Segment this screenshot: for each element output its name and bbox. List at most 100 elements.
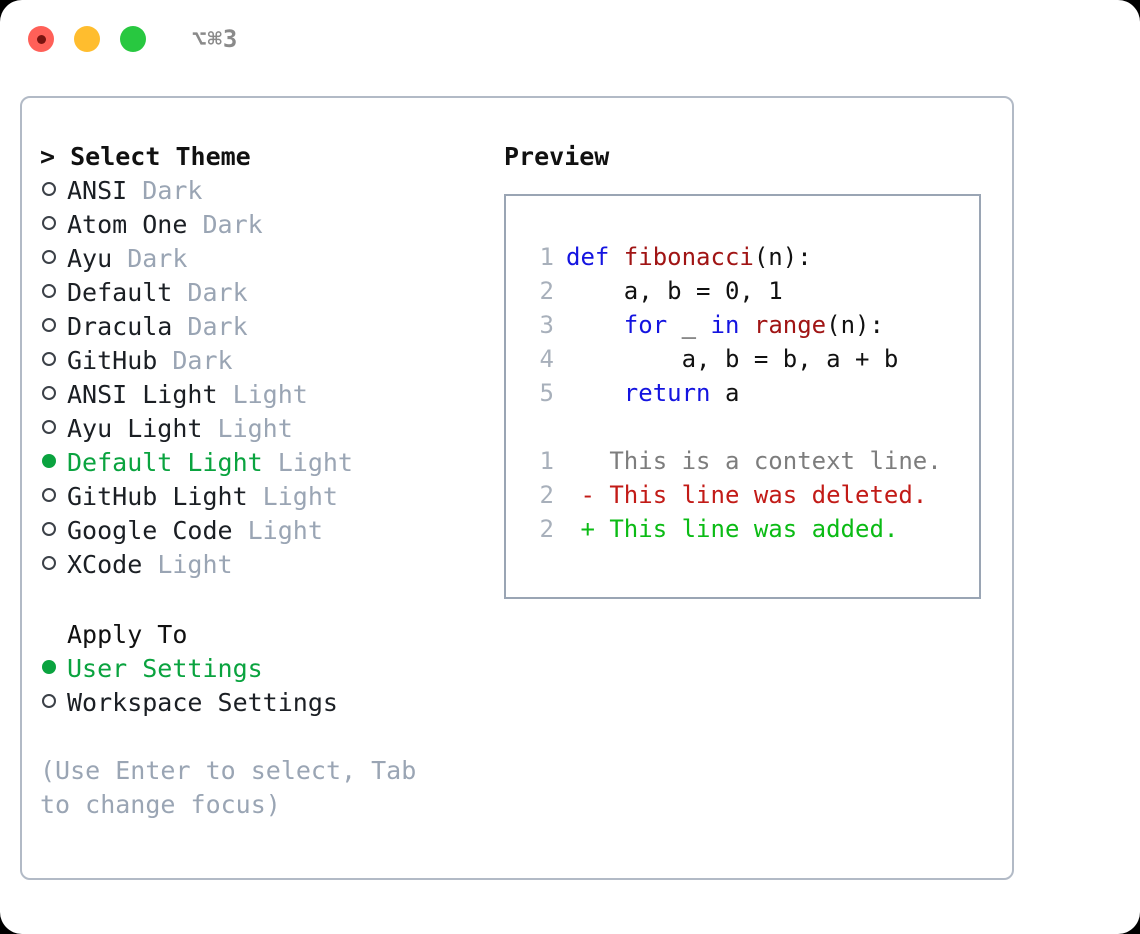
diff-line-content: - This line was deleted.: [566, 478, 927, 512]
diff-line-number: 1: [539, 447, 554, 475]
code-diff-spacer: [524, 410, 979, 444]
theme-option-default-light[interactable]: Default Light Light: [40, 446, 484, 480]
theme-option-label: Ayu: [67, 244, 113, 273]
theme-option-ansi-light[interactable]: ANSI Light Light: [40, 378, 484, 412]
theme-option-ayu[interactable]: Ayu Dark: [40, 242, 484, 276]
theme-option-tag: Dark: [112, 244, 188, 273]
theme-option-ayu-light[interactable]: Ayu Light Light: [40, 412, 484, 446]
code-token-plain: a, b = 0, 1: [566, 277, 783, 305]
code-line: 5 return a: [524, 376, 979, 410]
diff-line-add: 2 + This line was added.: [524, 512, 979, 546]
keyboard-shortcut-label: ⌥⌘3: [192, 25, 239, 53]
code-token-plain: [566, 311, 624, 339]
theme-option-default[interactable]: Default Dark: [40, 276, 484, 310]
code-token-plain: _: [667, 311, 711, 339]
theme-option-label: ANSI Light: [67, 380, 218, 409]
code-line: 4 a, b = b, a + b: [524, 342, 979, 376]
code-token-plain: (n):: [826, 311, 884, 339]
theme-option-label: Ayu Light: [67, 414, 203, 443]
code-line: 2 a, b = 0, 1: [524, 274, 979, 308]
zoom-button[interactable]: [120, 26, 146, 52]
close-button[interactable]: [28, 26, 54, 52]
keyboard-hint-text: (Use Enter to select, Tab to change focu…: [40, 756, 417, 819]
preview-header: Preview: [504, 142, 610, 171]
code-line-number: 4: [539, 345, 554, 373]
theme-option-tag: Dark: [157, 346, 233, 375]
code-line-number: 5: [539, 379, 554, 407]
theme-option-atom-one[interactable]: Atom One Dark: [40, 208, 484, 242]
theme-option-label: GitHub: [67, 346, 158, 375]
theme-option-label: Default Light: [67, 448, 263, 477]
theme-option-tag: Light: [202, 414, 293, 443]
apply-to-option-label: Workspace Settings: [67, 688, 338, 717]
theme-option-tag: Light: [217, 380, 308, 409]
diff-line-number: 2: [539, 515, 554, 543]
code-line-content: a, b = 0, 1: [566, 274, 783, 308]
code-line-number: 3: [539, 311, 554, 339]
code-line-content: def fibonacci(n):: [566, 240, 812, 274]
apply-to-header: Apply To: [67, 620, 188, 649]
code-token-kw: for: [623, 311, 668, 339]
diff-line-content: This is a context line.: [566, 444, 942, 478]
code-token-fn: fibonacci: [623, 243, 754, 271]
code-token-kw: in: [710, 311, 740, 339]
theme-option-label: XCode: [67, 550, 143, 579]
code-line-content: for _ in range(n):: [566, 308, 884, 342]
apply-to-option-workspace-settings[interactable]: Workspace Settings: [40, 686, 484, 720]
traffic-lights: [28, 26, 146, 52]
diff-sample: 1 This is a context line.2 - This line w…: [524, 444, 979, 546]
spacer: [40, 582, 484, 618]
code-token-plain: a, b = b, a + b: [566, 345, 899, 373]
theme-option-label: Google Code: [67, 516, 233, 545]
theme-option-tag: Light: [262, 448, 353, 477]
theme-option-tag: Dark: [172, 278, 248, 307]
code-token-plain: (n):: [753, 243, 812, 271]
select-theme-header: > Select Theme: [40, 142, 251, 171]
theme-option-tag: Dark: [172, 312, 248, 341]
minimize-button[interactable]: [74, 26, 100, 52]
title-bar: ⌥⌘3: [0, 0, 1140, 78]
theme-option-tag: Dark: [127, 176, 203, 205]
theme-option-xcode[interactable]: XCode Light: [40, 548, 484, 582]
code-token-plain: [739, 311, 753, 339]
apply-to-option-user-settings[interactable]: User Settings: [40, 652, 484, 686]
theme-option-label: Atom One: [67, 210, 188, 239]
code-line-number: 2: [539, 277, 554, 305]
theme-option-tag: Light: [247, 482, 338, 511]
code-line-content: return a: [566, 376, 740, 410]
theme-option-tag: Dark: [187, 210, 263, 239]
apply-to-option-label: User Settings: [67, 654, 263, 683]
diff-line-ctx: 1 This is a context line.: [524, 444, 979, 478]
code-token-fn: range: [753, 311, 827, 339]
theme-option-ansi[interactable]: ANSI Dark: [40, 174, 484, 208]
code-line-content: a, b = b, a + b: [566, 342, 899, 376]
diff-text: This line was deleted.: [609, 481, 928, 509]
code-token-kw: def: [566, 243, 624, 271]
diff-line-del: 2 - This line was deleted.: [524, 478, 979, 512]
diff-text: This line was added.: [609, 515, 899, 543]
diff-text: This is a context line.: [609, 447, 942, 475]
theme-option-github[interactable]: GitHub Dark: [40, 344, 484, 378]
theme-option-google-code[interactable]: Google Code Light: [40, 514, 484, 548]
theme-option-label: Default: [67, 278, 173, 307]
code-token-plain: [566, 379, 624, 407]
theme-option-dracula[interactable]: Dracula Dark: [40, 310, 484, 344]
diff-marker: +: [566, 515, 610, 543]
theme-option-tag: Light: [232, 516, 323, 545]
theme-option-label: Dracula: [67, 312, 173, 341]
code-token-plain: a: [710, 379, 740, 407]
diff-line-number: 2: [539, 481, 554, 509]
theme-option-label: ANSI: [67, 176, 128, 205]
diff-marker: [566, 447, 609, 475]
theme-option-github-light[interactable]: GitHub Light Light: [40, 480, 484, 514]
code-token-kw: return: [623, 379, 711, 407]
diff-marker: -: [566, 481, 610, 509]
